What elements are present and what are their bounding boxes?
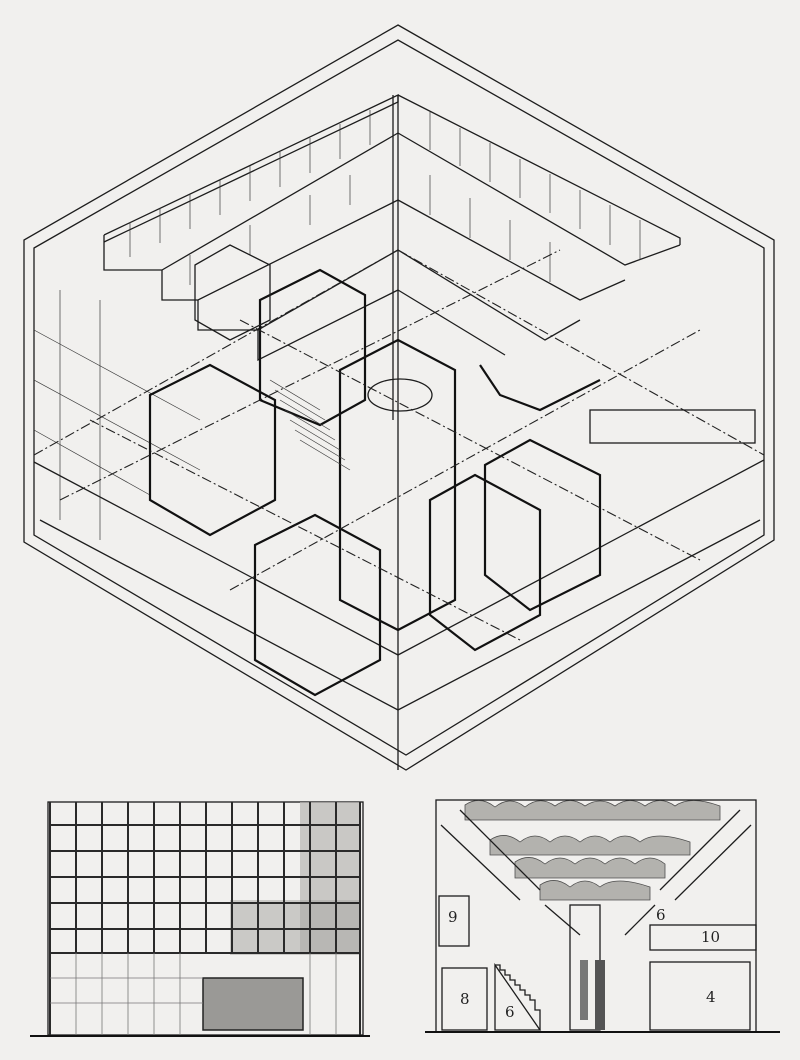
room-label-4: 4 [706,988,716,1006]
room-label-6-upper: 6 [656,906,666,924]
room-label-10: 10 [701,928,721,946]
room-label-6-lower: 6 [505,1003,515,1021]
room-label-9: 9 [448,908,458,926]
room-label-8: 8 [460,990,470,1008]
axonometric-view [23,24,775,771]
